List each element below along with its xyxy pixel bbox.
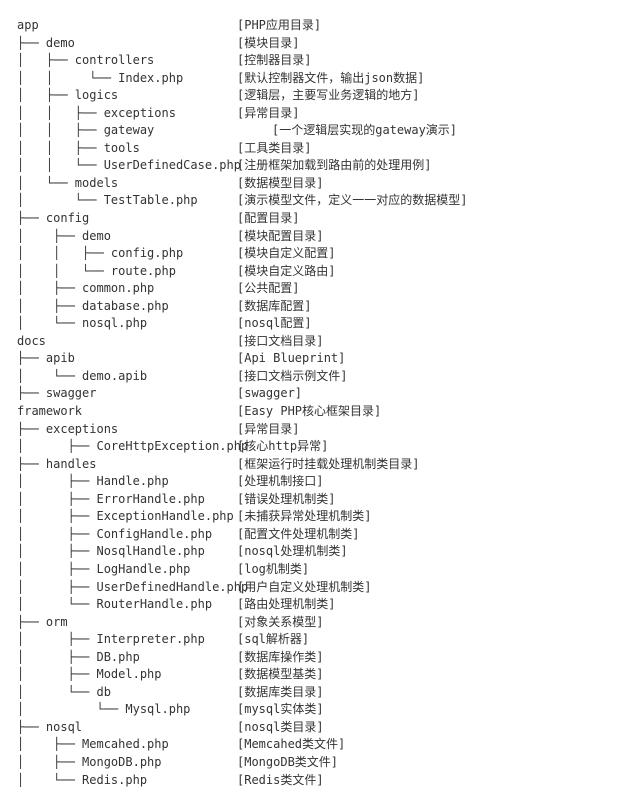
tree-entry-path: │ │ ├── exceptions	[17, 105, 176, 120]
tree-entry-comment: [公共配置]	[237, 281, 300, 296]
tree-entry-comment: [核心http异常]	[237, 439, 329, 454]
tree-entry-comment: [逻辑层，主要写业务逻辑的地方]	[237, 88, 420, 103]
tree-entry-comment: [nosql类目录]	[237, 719, 324, 734]
tree-entry-comment: [swagger]	[237, 386, 303, 401]
tree-entry-comment: [默认控制器文件，输出json数据]	[237, 70, 425, 85]
tree-entry-comment: [对象关系模型]	[237, 614, 324, 629]
tree-entry-comment: [数据库配置]	[237, 298, 312, 313]
tree-entry-path: │ ├── CoreHttpException.php	[17, 439, 249, 454]
tree-entry-comment: [接口文档目录]	[237, 333, 324, 348]
tree-entry-comment: [处理机制接口]	[237, 474, 324, 489]
tree-entry-path: │ ├── common.php	[17, 281, 155, 296]
tree-entry-path: │ ├── LogHandle.php	[17, 561, 191, 576]
tree-entry-path: ├── demo	[17, 35, 75, 50]
tree-entry-path: │ │ ├── gateway	[17, 123, 155, 138]
tree-entry-path: ├── apib	[17, 351, 75, 366]
tree-entry-comment: [路由处理机制类]	[237, 597, 336, 612]
tree-entry-path: ├── handles	[17, 456, 97, 471]
tree-entry-comment: [sql解析器]	[237, 632, 310, 647]
tree-entry-comment: [模块自定义路由]	[237, 263, 336, 278]
tree-entry-path: ├── nosql	[17, 719, 83, 734]
tree-entry-comment: [框架运行时挂载处理机制类目录]	[237, 456, 420, 471]
tree-entry-comment: [PHP应用目录]	[237, 18, 322, 32]
tree-entry-comment: [注册框架加载到路由前的处理用例]	[237, 158, 432, 173]
tree-entry-path: │ ├── Interpreter.php	[17, 632, 205, 647]
tree-entry-path: │ ├── NosqlHandle.php	[17, 544, 205, 559]
tree-entry-path: app	[17, 18, 39, 32]
tree-entry-path: │ ├── Model.php	[17, 667, 162, 682]
tree-entry-path: ├── orm	[17, 614, 68, 629]
tree-entry-path: │ ├── ExceptionHandle.php	[17, 509, 234, 524]
tree-entry-comment: [数据模型目录]	[237, 175, 324, 190]
tree-entry-comment: [模块目录]	[237, 35, 300, 50]
tree-entry-path: │ ├── MongoDB.php	[17, 754, 162, 769]
tree-entry-comment: [工具类目录]	[237, 140, 312, 155]
tree-entry-path: │ ├── Handle.php	[17, 474, 169, 489]
tree-entry-comment: [异常目录]	[237, 105, 300, 120]
tree-entry-comment: [nosql配置]	[237, 316, 312, 331]
tree-entry-path: framework	[17, 404, 83, 419]
tree-entry-path: │ └── models	[17, 175, 119, 190]
tree-entry-comment: [Memcahed类文件]	[237, 737, 346, 752]
tree-entry-comment: [MongoDB类文件]	[237, 754, 339, 769]
tree-entry-path: │ ├── UserDefinedHandle.php	[17, 579, 249, 594]
tree-entry-comment: [Easy PHP核心框架目录]	[237, 404, 382, 419]
tree-entry-path: │ ├── controllers	[17, 53, 155, 68]
tree-entry-path: │ └── RouterHandle.php	[17, 597, 213, 612]
tree-entry-comment: [数据库类目录]	[237, 684, 324, 699]
tree-entry-path: │ └── TestTable.php	[17, 193, 198, 208]
tree-entry-comment: [错误处理机制类]	[237, 491, 336, 506]
tree-entry-comment: [数据库操作类]	[237, 649, 324, 664]
tree-entry-comment: [模块自定义配置]	[237, 246, 336, 261]
tree-entry-comment: [数据模型基类]	[237, 667, 324, 682]
tree-entry-comment: [log机制类]	[237, 561, 310, 576]
tree-entry-path: │ │ └── route.php	[17, 263, 176, 278]
tree-entry-comment: [异常目录]	[237, 421, 300, 436]
tree-entry-comment: [mysql实体类]	[237, 702, 324, 717]
tree-entry-path: │ │ └── Index.php	[17, 70, 184, 85]
tree-entry-comment: [Api Blueprint]	[237, 351, 346, 366]
tree-entry-path: │ │ ├── config.php	[17, 246, 184, 261]
tree-entry-path: │ └── demo.apib	[17, 368, 148, 383]
tree-entry-comment: [未捕获异常处理机制类]	[237, 509, 372, 524]
tree-entry-path: ├── exceptions	[17, 421, 119, 436]
tree-entry-path: │ └── Redis.php	[17, 772, 148, 787]
tree-entry-comment: [控制器目录]	[237, 53, 312, 68]
tree-entry-path: │ │ └── UserDefinedCase.php	[17, 158, 241, 173]
tree-entry-path: │ └── nosql.php	[17, 316, 148, 331]
tree-entry-comment: [Redis类文件]	[237, 772, 324, 787]
tree-entry-path: docs	[17, 333, 46, 348]
tree-entry-path: │ └── db	[17, 684, 111, 699]
tree-entry-comment: [用户自定义处理机制类]	[237, 579, 372, 594]
tree-entry-comment: [nosql处理机制类]	[237, 544, 348, 559]
tree-entry-path: │ │ ├── tools	[17, 140, 140, 155]
tree-entry-comment: [配置目录]	[237, 211, 300, 226]
tree-entry-path: ├── config	[17, 211, 90, 226]
tree-entry-comment: [演示模型文件，定义一一对应的数据模型]	[237, 193, 468, 208]
tree-entry-comment: [配置文件处理机制类]	[237, 526, 360, 541]
tree-entry-path: │ ├── ErrorHandle.php	[17, 491, 205, 506]
tree-entry-path: │ ├── demo	[17, 228, 111, 243]
tree-entry-comment: [一个逻辑层实现的gateway演示]	[272, 123, 458, 138]
tree-entry-path: │ ├── ConfigHandle.php	[17, 526, 213, 541]
tree-entry-path: │ ├── Memcahed.php	[17, 737, 169, 752]
tree-entry-comment: [模块配置目录]	[237, 228, 324, 243]
tree-entry-path: ├── swagger	[17, 386, 97, 401]
tree-entry-comment: [接口文档示例文件]	[237, 368, 348, 383]
tree-entry-path: │ ├── database.php	[17, 298, 169, 313]
tree-entry-path: │ ├── DB.php	[17, 649, 140, 664]
tree-entry-path: │ └── Mysql.php	[17, 702, 191, 717]
tree-entry-path: │ ├── logics	[17, 88, 119, 103]
